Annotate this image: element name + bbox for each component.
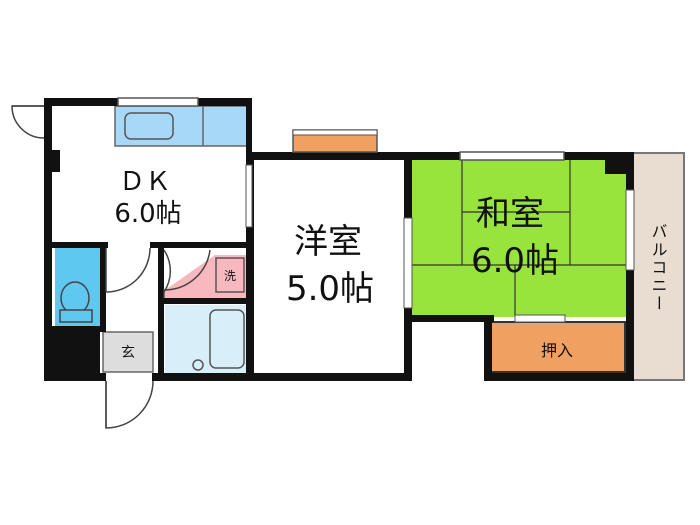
western-room-name: 洋室	[294, 222, 362, 262]
bathtub-icon	[209, 309, 245, 369]
door-swings	[11, 105, 211, 429]
dk-room-name: ＤＫ	[119, 167, 171, 197]
kitchen-sink-icon	[124, 112, 174, 140]
japanese-room-size: 6.0帖	[471, 241, 559, 281]
dk-room-size: 6.0帖	[114, 199, 181, 229]
balcony-label: バルコニー	[649, 223, 668, 313]
laundry-label: 洗	[224, 269, 236, 283]
entrance-label: 玄	[121, 344, 135, 361]
tatami-lines	[410, 160, 628, 317]
bath-drain-icon	[192, 359, 204, 371]
laundry-machine-icon	[215, 257, 245, 293]
western-room-size: 5.0帖	[286, 269, 374, 309]
balcony	[631, 152, 685, 381]
japanese-room-name: 和室	[476, 194, 544, 234]
closet-label: 押入	[541, 341, 573, 360]
japanese-room-floor	[410, 160, 628, 317]
windows	[117, 97, 635, 323]
entrance-floor	[102, 331, 154, 373]
toilet-icon	[59, 281, 93, 323]
